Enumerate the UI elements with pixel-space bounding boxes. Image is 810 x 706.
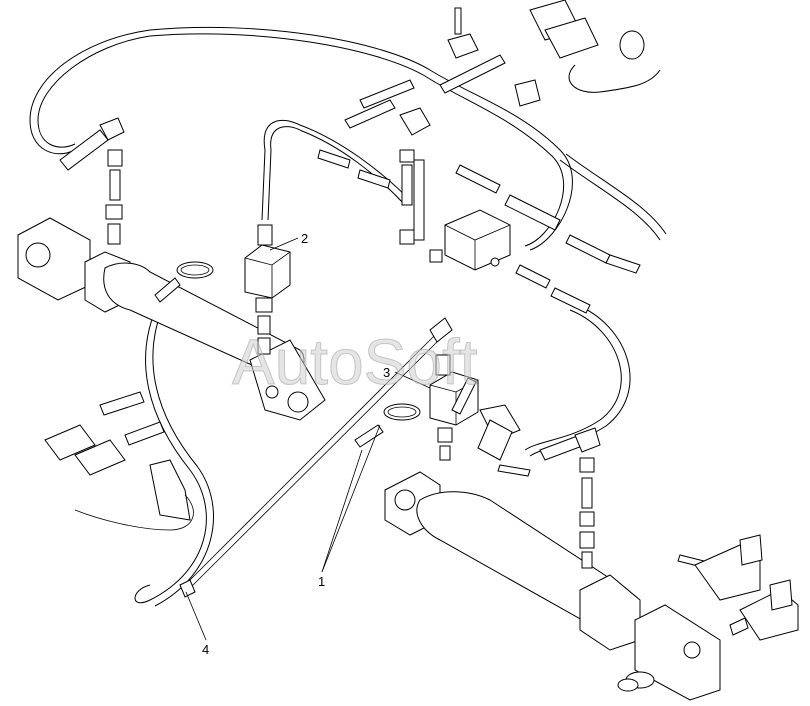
lower-left-couplers <box>44 391 194 531</box>
fittings-left-chain <box>59 117 125 245</box>
callout-4: 4 <box>202 642 209 657</box>
pins-and-clips <box>477 404 799 641</box>
valve-block-2 <box>244 224 291 355</box>
leader-1b <box>321 424 381 573</box>
left-cylinder <box>17 217 326 421</box>
callout-3: 3 <box>383 365 390 380</box>
part-4-nut <box>179 579 196 598</box>
leader-lines <box>185 237 431 641</box>
leader-2 <box>269 237 299 251</box>
watermark: AutoSoft <box>232 326 478 398</box>
o-ring-left <box>154 261 214 303</box>
hose-loops <box>29 26 667 607</box>
right-fittings-chain <box>539 427 601 569</box>
callout-1: 1 <box>318 574 325 589</box>
leader-3 <box>394 371 431 389</box>
right-cylinder <box>384 471 721 701</box>
leader-4 <box>185 591 207 641</box>
upper-couplers <box>359 0 645 109</box>
leader-1a <box>321 449 363 573</box>
center-fittings <box>317 99 641 314</box>
valve-block-3 <box>354 317 479 461</box>
callout-2: 2 <box>301 231 308 246</box>
